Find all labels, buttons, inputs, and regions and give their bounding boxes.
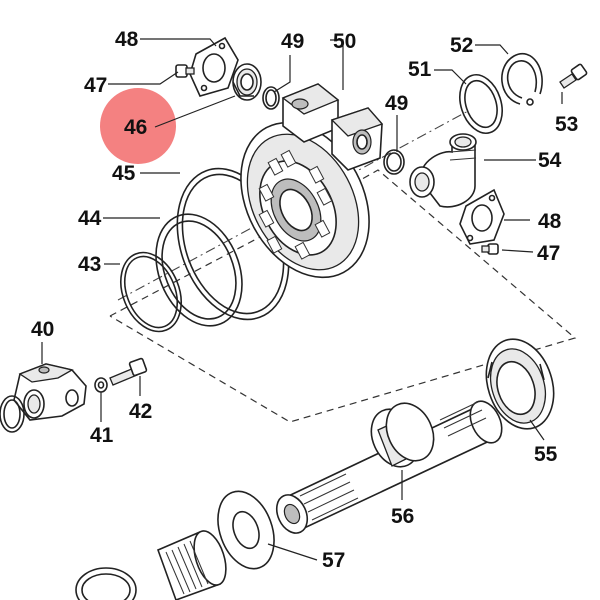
- callout-53: 53: [555, 113, 578, 136]
- part-46-seal: [232, 63, 262, 101]
- part-48-gasket-top: [189, 36, 239, 97]
- assembly-outline-dashed: [109, 169, 577, 423]
- callout-43: 43: [78, 253, 101, 276]
- callout-55: 55: [534, 443, 558, 466]
- part-52-snap-ring: [501, 53, 543, 106]
- callout-54: 54: [538, 149, 562, 172]
- part-53-bolt: [559, 63, 588, 89]
- callout-49-side: 49: [385, 92, 408, 115]
- part-51-ring: [459, 74, 503, 134]
- callout-47-top: 47: [84, 74, 107, 97]
- callout-51: 51: [408, 58, 432, 81]
- callout-56: 56: [391, 505, 414, 528]
- part-49-o-ring-top: [262, 86, 280, 110]
- part-44-seal-ring: [155, 213, 243, 327]
- callout-52: 52: [450, 34, 473, 57]
- part-41-washer: [94, 377, 108, 393]
- callout-46: 46: [124, 116, 147, 139]
- callout-44: 44: [78, 207, 102, 230]
- part-49-o-ring-side: [383, 149, 405, 175]
- callout-48-top: 48: [115, 28, 139, 51]
- part-40-bracket: [0, 363, 87, 433]
- callout-41: 41: [90, 424, 114, 447]
- callout-48-side: 48: [538, 210, 562, 233]
- part-47-bolt-side: [481, 243, 499, 255]
- part-50-housing: [240, 83, 384, 279]
- needle-bearing: [75, 530, 227, 600]
- callout-49-top: 49: [281, 30, 304, 53]
- part-55-bearing: [485, 338, 555, 430]
- callout-45: 45: [112, 162, 136, 185]
- part-57-washer: [217, 490, 275, 570]
- callout-42: 42: [129, 400, 152, 423]
- part-54-elbow-fitting: [409, 133, 477, 208]
- callout-47-side: 47: [537, 242, 560, 265]
- part-56-shaft: [275, 400, 503, 534]
- part-48-gasket-side: [459, 188, 505, 245]
- callout-57: 57: [322, 549, 345, 572]
- part-43-o-ring: [120, 251, 182, 333]
- part-42-bolt: [109, 357, 148, 386]
- callout-50: 50: [333, 30, 356, 53]
- callout-40: 40: [31, 318, 54, 341]
- leader-lines: [41, 38, 563, 561]
- part-47-bolt-top: [175, 64, 195, 78]
- highlight-marker-46: [100, 88, 176, 164]
